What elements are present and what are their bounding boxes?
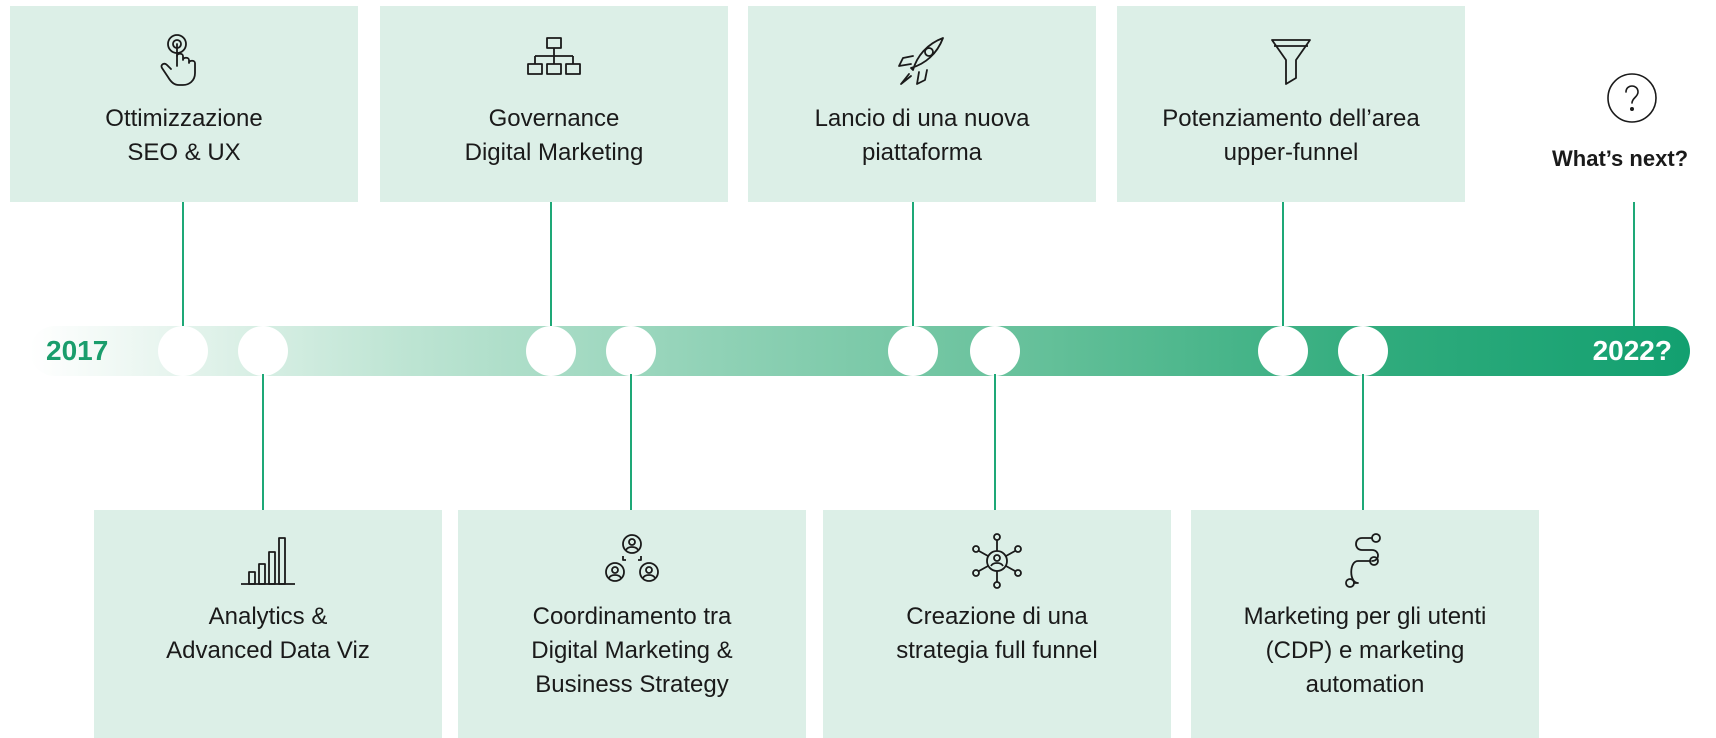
connector-line — [630, 374, 632, 510]
question-circle-icon — [1606, 72, 1658, 124]
timeline-node — [970, 326, 1020, 376]
milestone-card-governance: Governance Digital Marketing — [380, 6, 728, 202]
org-chart-icon — [525, 32, 583, 90]
milestone-card-full-funnel: Creazione di una strategia full funnel — [823, 510, 1171, 738]
milestone-label: Governance Digital Marketing — [464, 105, 644, 166]
milestone-card-cdp: Marketing per gli utenti (CDP) e marketi… — [1191, 510, 1539, 738]
connector-line — [550, 202, 552, 326]
milestone-label: Potenziamento dell’area upper-funnel — [1162, 105, 1420, 166]
milestone-card-platform: Lancio di una nuova piattaforma — [748, 6, 1096, 202]
timeline-start-year: 2017 — [46, 335, 109, 366]
timeline-node — [158, 326, 208, 376]
timeline-node — [888, 326, 938, 376]
milestone-card-analytics: Analytics & Advanced Data Viz — [94, 510, 442, 738]
bar-chart-icon — [239, 532, 297, 590]
milestone-label: Coordinamento tra Digital Marketing & Bu… — [531, 603, 733, 698]
connector-line — [262, 374, 264, 510]
hub-network-icon — [968, 532, 1026, 590]
timeline-node — [526, 326, 576, 376]
milestone-label: Marketing per gli utenti (CDP) e marketi… — [1243, 603, 1487, 698]
timeline-end-year: 2022? — [1592, 335, 1672, 366]
people-network-icon — [603, 532, 661, 590]
milestone-label: Creazione di una strategia full funnel — [896, 603, 1098, 664]
timeline-bar — [30, 326, 1690, 376]
rocket-icon — [893, 32, 951, 90]
milestone-card-upper-funnel: Potenziamento dell’area upper-funnel — [1117, 6, 1465, 202]
connector-line — [912, 202, 914, 326]
connector-line — [1633, 202, 1635, 326]
timeline-node — [238, 326, 288, 376]
tap-finger-icon — [155, 32, 213, 90]
whats-next-label: What’s next? — [1552, 146, 1689, 171]
timeline-node — [1258, 326, 1308, 376]
funnel-icon — [1262, 32, 1320, 90]
timeline-node — [606, 326, 656, 376]
milestone-label: Lancio di una nuova piattaforma — [814, 105, 1030, 166]
milestone-label: Analytics & Advanced Data Viz — [166, 603, 370, 664]
connector-line — [1282, 202, 1284, 326]
timeline-node — [1338, 326, 1388, 376]
milestone-card-coordination: Coordinamento tra Digital Marketing & Bu… — [458, 510, 806, 738]
connector-line — [1362, 374, 1364, 510]
path-journey-icon — [1336, 532, 1394, 590]
connector-line — [182, 202, 184, 326]
milestone-card-seo-ux: Ottimizzazione SEO & UX — [10, 6, 358, 202]
milestone-label: Ottimizzazione SEO & UX — [105, 105, 263, 166]
connector-line — [994, 374, 996, 510]
